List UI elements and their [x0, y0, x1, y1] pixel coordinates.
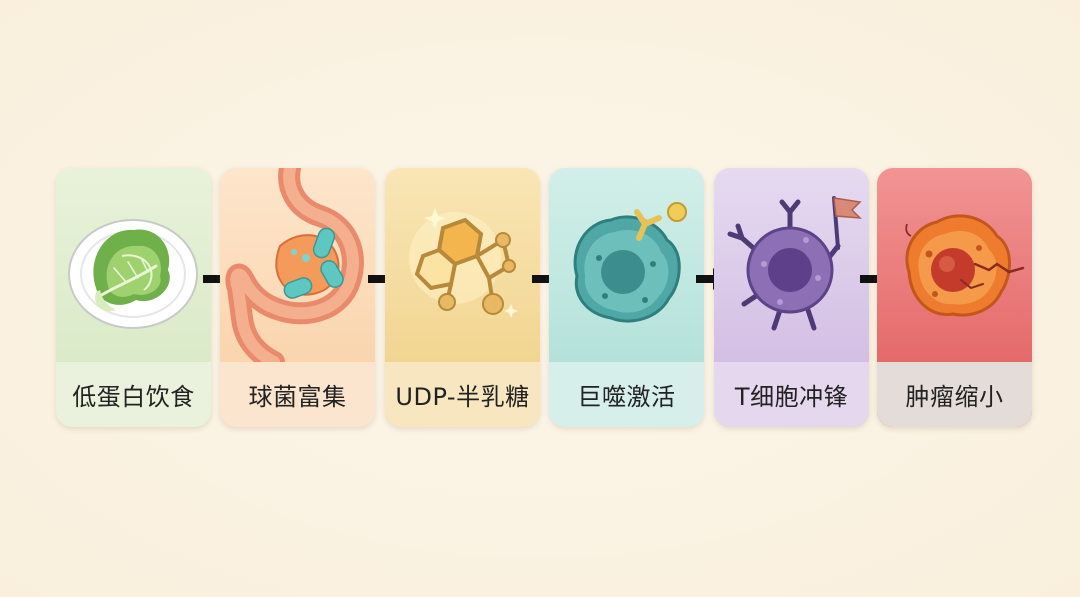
- gut-bacteria-icon: [220, 168, 375, 362]
- step-label: T细胞冲锋: [714, 362, 869, 427]
- step-card-bacteria-enrichment: 球菌富集: [220, 168, 375, 427]
- shrinking-tumor-icon: [877, 168, 1032, 362]
- step-card-udp-galactose: UDP-半乳糖: [385, 168, 540, 427]
- lettuce-plate-icon: [56, 168, 211, 362]
- step-label: 低蛋白饮食: [56, 362, 211, 427]
- macrophage-icon: [549, 168, 704, 362]
- step-card-low-protein-diet: 低蛋白饮食: [56, 168, 211, 427]
- molecule-icon: [385, 168, 540, 362]
- step-card-t-cell-charge: T细胞冲锋: [714, 168, 869, 427]
- step-card-macrophage-activation: 巨噬激活: [549, 168, 704, 427]
- step-card-tumor-shrinkage: 肿瘤缩小: [877, 168, 1032, 427]
- step-label: 肿瘤缩小: [877, 362, 1032, 427]
- step-label: UDP-半乳糖: [385, 362, 540, 427]
- step-label: 球菌富集: [220, 362, 375, 427]
- t-cell-flag-icon: [714, 168, 869, 362]
- step-label: 巨噬激活: [549, 362, 704, 427]
